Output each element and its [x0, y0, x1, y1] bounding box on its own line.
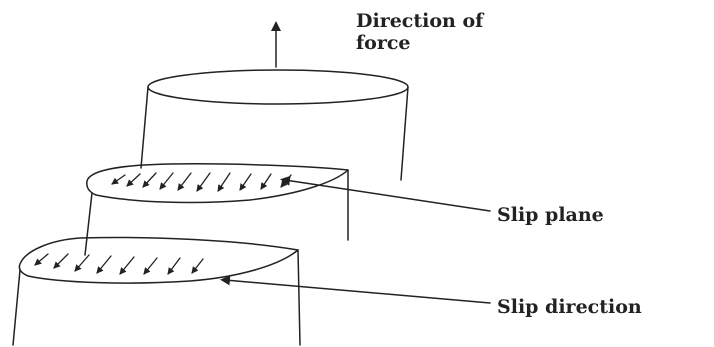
top-ellipse — [147, 69, 409, 105]
upper-slip-plane-outline — [86, 163, 349, 204]
lower-slip-plane — [18, 236, 299, 284]
bottom-segment — [12, 249, 301, 346]
force-label-line1: Direction of — [356, 10, 484, 32]
top-segment — [140, 69, 409, 181]
upper-slip-arrows — [111, 172, 292, 192]
slip-plane-pointer — [280, 175, 491, 212]
lower-slip-plane-outline — [18, 236, 299, 284]
middle-segment — [84, 169, 349, 256]
slip-direction-label: Slip direction — [497, 296, 642, 318]
lower-slip-arrows — [34, 253, 204, 275]
slip-plane-label: Slip plane — [497, 204, 604, 226]
slip-direction-pointer — [220, 275, 491, 304]
force-label-line2: force — [356, 32, 411, 54]
upper-slip-plane — [86, 163, 349, 204]
